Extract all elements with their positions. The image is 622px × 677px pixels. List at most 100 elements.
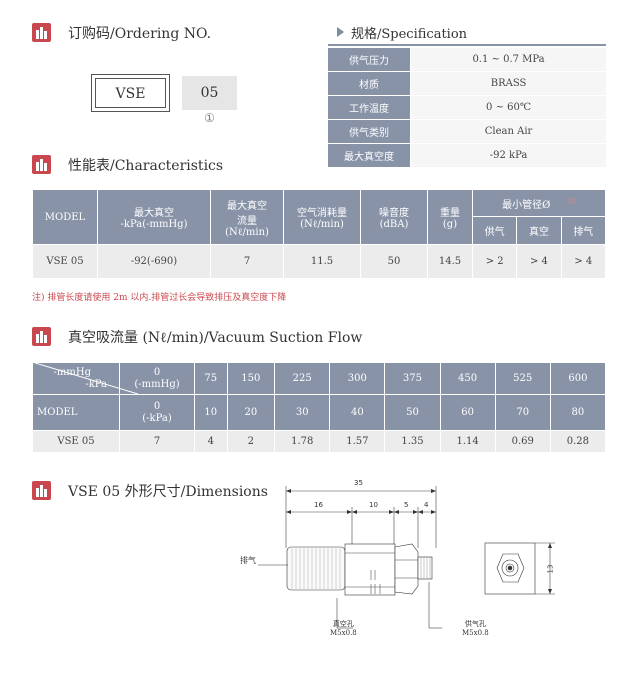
col-supply: 供气 [471, 216, 518, 245]
flow-head-kpa: 10 [194, 394, 228, 431]
spec-key: 供气类别 [328, 119, 412, 144]
vacuum-port-thread: M5x0.8 [330, 629, 357, 637]
spec-value: BRASS [410, 71, 606, 96]
cell-vacuum: > 4 [516, 244, 562, 279]
dim-total: 35 [354, 479, 363, 487]
dim-16: 16 [314, 501, 323, 509]
spec-value: Clean Air [410, 119, 606, 144]
flow-title: 真空吸流量 (Nℓ/min)/Vacuum Suction Flow [68, 330, 363, 346]
spec-row: 最大真空度-92 kPa [328, 143, 606, 168]
cell-model: VSE 05 [32, 430, 120, 453]
spec-key: 供气压力 [328, 48, 412, 72]
flow-head-mmhg: 375 [384, 362, 441, 395]
section-icon [32, 481, 51, 500]
flow-head-mmhg-zero: 0 (-mmHg) [119, 362, 195, 395]
cell-flow: 4 [194, 430, 228, 453]
characteristics-note: 注) 排管长度请使用 2m 以内.排管过长会导致排压及真空度下降 [32, 293, 287, 303]
dim-height: 13 [546, 564, 555, 574]
exhaust-label: 排气 [240, 556, 256, 565]
flow-table: -mmHg -kPa 0 (-mmHg) 75 150 225 300 375 … [32, 362, 607, 453]
table-row: VSE 05 -92(-690) 7 11.5 50 14.5 > 2 > 4 … [32, 244, 607, 279]
cell-noise: 50 [360, 244, 428, 279]
flow-head-mmhg: 600 [549, 362, 607, 395]
cell-flow: 0.69 [494, 430, 551, 453]
section-icon [32, 23, 51, 42]
flow-head-mmhg: 450 [439, 362, 496, 395]
flow-head-mmhg: 75 [194, 362, 228, 395]
cell-max-vacuum-flow: 7 [210, 244, 284, 279]
flow-head-kpa: 20 [226, 394, 276, 431]
col-min-tube: 最小管径Ø 注) [472, 189, 606, 217]
cell-weight: 14.5 [427, 244, 473, 279]
cell-flow: 1.78 [274, 430, 331, 453]
cell-max-vacuum: -92(-690) [97, 244, 211, 279]
cell-flow: 7 [119, 430, 195, 453]
table-row: VSE 05 7 4 2 1.78 1.57 1.35 1.14 0.69 0.… [32, 430, 607, 453]
supply-port-label: 供气孔 M5x0.8 [462, 620, 489, 638]
model-code: VSE [95, 78, 166, 108]
flow-head-kpa: 50 [384, 394, 441, 431]
flow-head-kpa-zero: 0 (-kPa) [119, 394, 195, 431]
flow-head-mmhg: 300 [329, 362, 386, 395]
spec-key: 材质 [328, 71, 412, 96]
col-vacuum: 真空 [516, 216, 562, 245]
triangle-bullet-icon [337, 27, 344, 37]
section-icon [32, 327, 51, 346]
ordering-title: 订购码/Ordering NO. [68, 26, 212, 42]
col-weight: 重量 (g) [427, 189, 473, 245]
cell-exhaust: > 4 [560, 244, 607, 279]
cell-flow: 0.28 [549, 430, 607, 453]
col-noise: 噪音度 (dBA) [360, 189, 428, 245]
dim-10: 10 [369, 501, 378, 509]
cell-model: VSE 05 [32, 244, 98, 279]
vacuum-port-label: 真空孔 M5x0.8 [330, 620, 357, 638]
spec-value: 0 ~ 60℃ [410, 95, 606, 120]
spec-title: 规格/Specification [351, 27, 468, 42]
spec-key: 工作温度 [328, 95, 412, 120]
spec-rule [328, 44, 606, 46]
section-icon [32, 155, 51, 174]
spec-value: 0.1 ~ 0.7 MPa [410, 48, 606, 72]
col-exhaust: 排气 [560, 216, 607, 245]
flow-head-mmhg: 225 [274, 362, 331, 395]
size-code-marker: ① [204, 111, 215, 125]
size-code: 05 [182, 76, 237, 110]
flow-head-kpa: 40 [329, 394, 386, 431]
min-tube-label: 最小管径Ø [502, 199, 551, 211]
flow-head-kpa: 70 [494, 394, 551, 431]
flow-corner-top: -mmHg -kPa [32, 362, 120, 395]
spec-value: -92 kPa [410, 143, 606, 168]
flow-head-mmhg: 150 [226, 362, 276, 395]
flow-head-kpa: 30 [274, 394, 331, 431]
dimensions-title: VSE 05 外形尺寸/Dimensions [68, 484, 268, 500]
flow-corner-bottom: MODEL [32, 394, 120, 431]
unit-mmhg: -mmHg [53, 366, 91, 378]
vacuum-port-name: 真空孔 [332, 620, 354, 628]
characteristics-title: 性能表/Characteristics [68, 158, 224, 174]
col-max-vacuum: 最大真空 -kPa(-mmHg) [97, 189, 211, 245]
spec-key: 最大真空度 [328, 143, 412, 168]
cell-flow: 1.14 [439, 430, 496, 453]
cell-air-consumption: 11.5 [283, 244, 361, 279]
cell-flow: 1.57 [329, 430, 386, 453]
supply-port-name: 供气孔 [464, 620, 486, 628]
flow-head-mmhg: 525 [494, 362, 551, 395]
dim-5: 5 [404, 501, 409, 509]
col-max-vacuum-flow: 最大真空 流量 (Nℓ/min) [210, 189, 284, 245]
col-air-consumption: 空气消耗量 (Nℓ/min) [283, 189, 361, 245]
dim-4: 4 [424, 501, 429, 509]
cell-flow: 1.35 [384, 430, 441, 453]
supply-port-thread: M5x0.8 [462, 629, 489, 637]
flow-head-kpa: 80 [549, 394, 607, 431]
cell-supply: > 2 [471, 244, 518, 279]
min-tube-note-marker: 注) [567, 198, 576, 206]
model-code-box: VSE [91, 74, 170, 112]
corner-diagonal [32, 362, 138, 394]
col-model: MODEL [32, 189, 98, 245]
flow-head-kpa: 60 [439, 394, 496, 431]
